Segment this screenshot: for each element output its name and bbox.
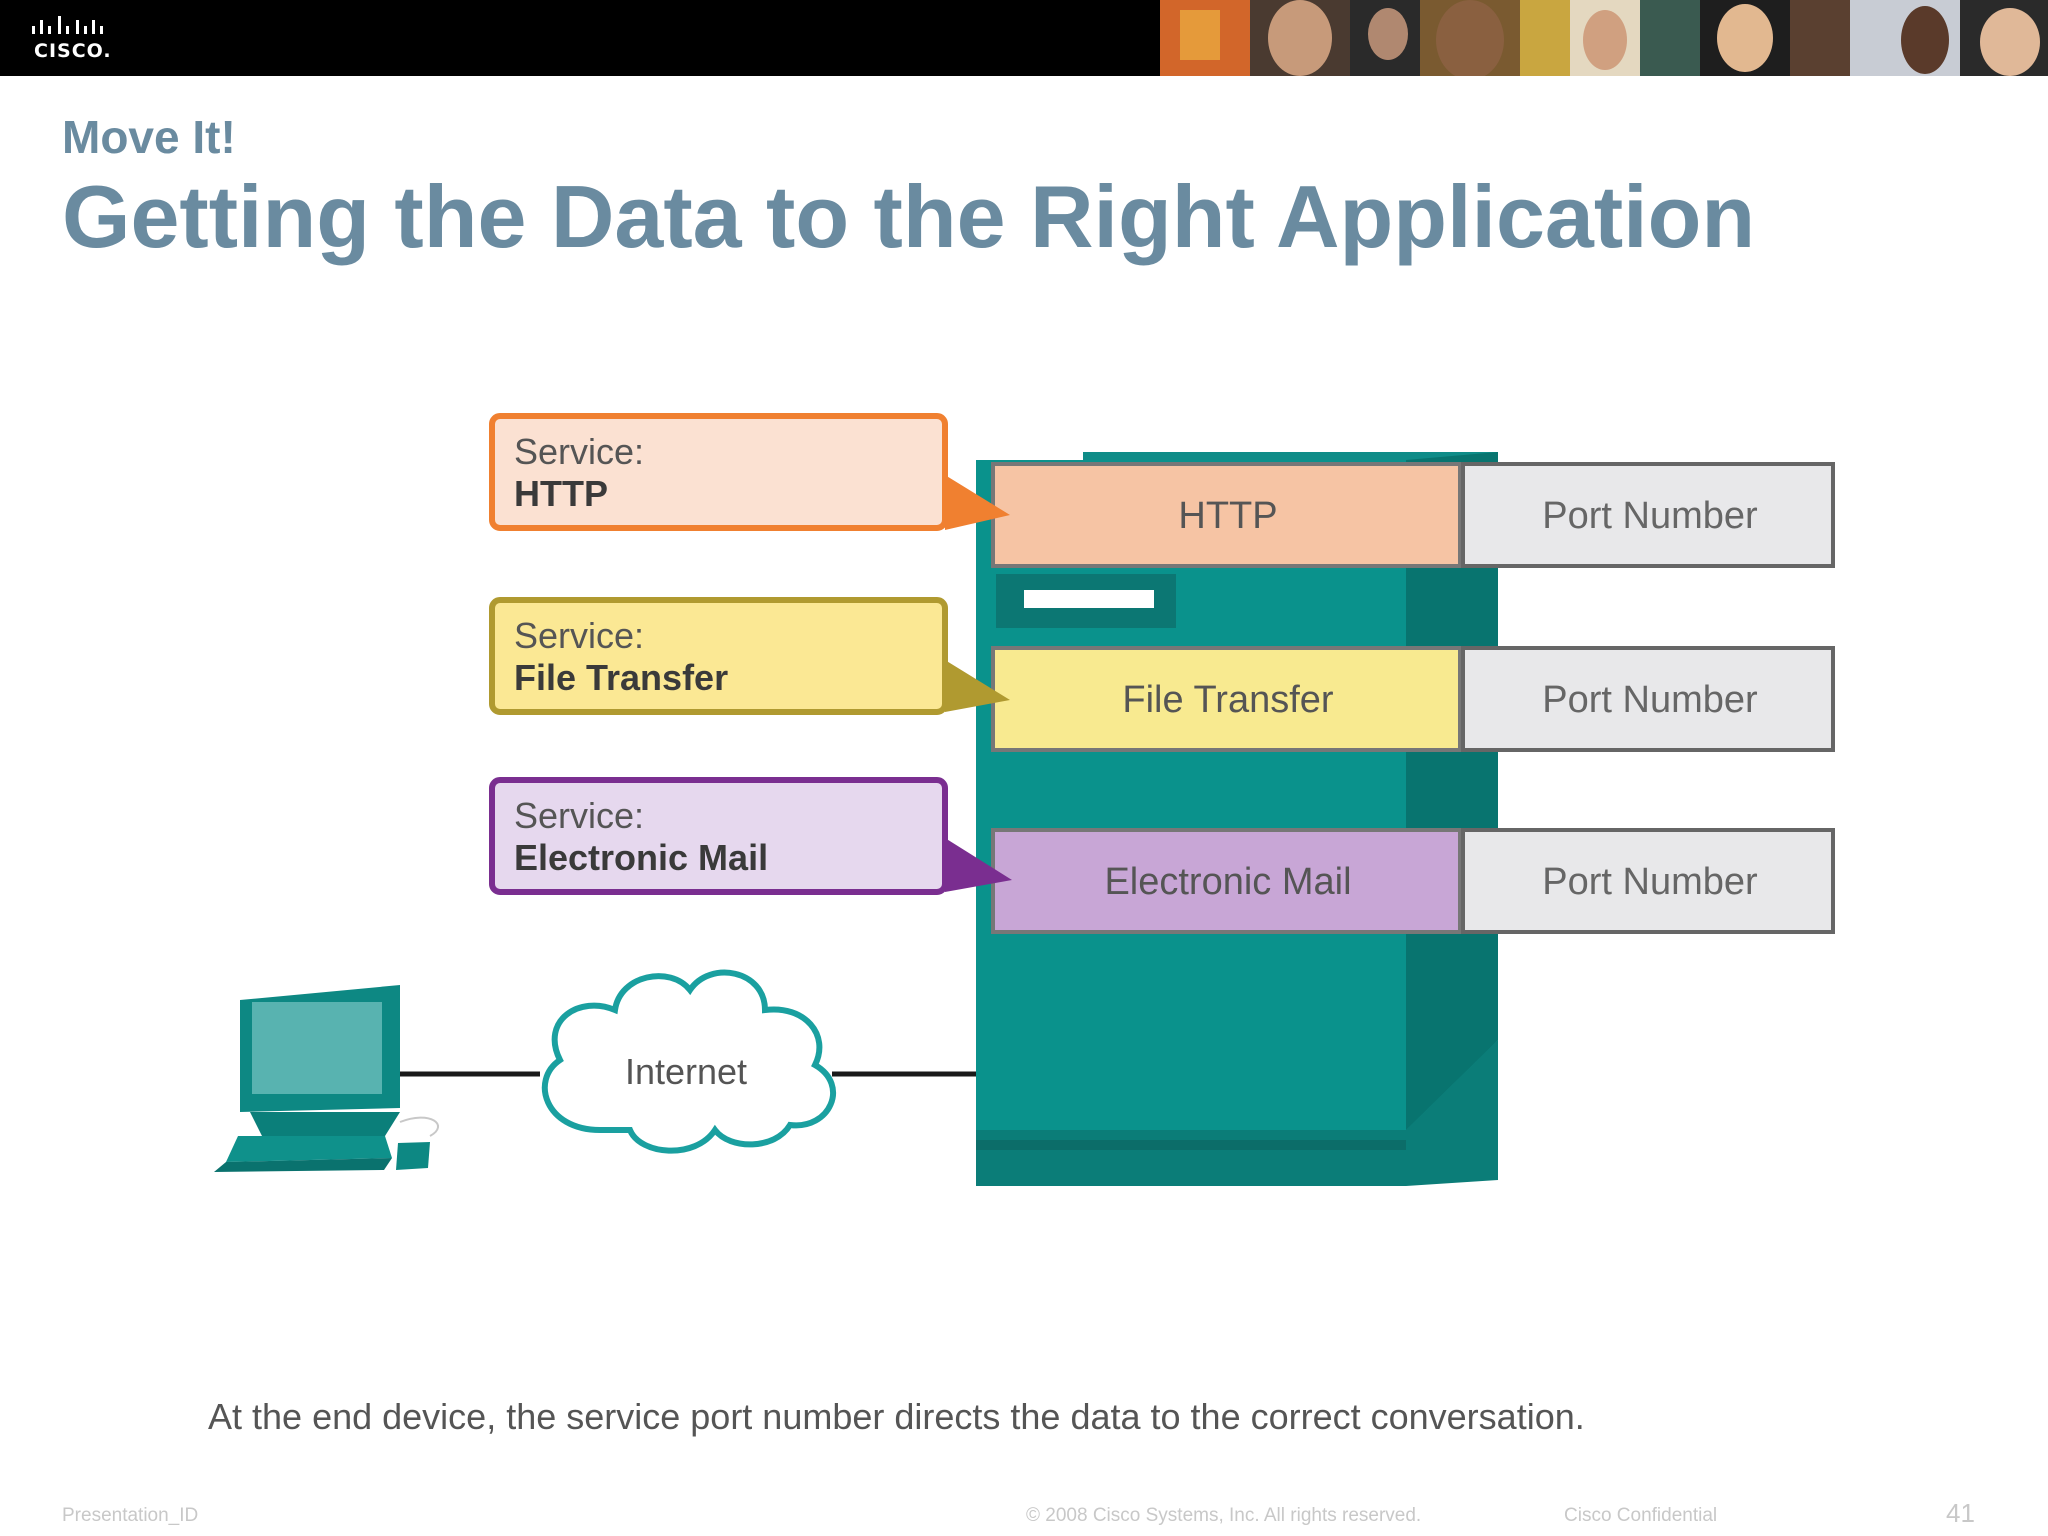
footer-confidential: Cisco Confidential	[1564, 1505, 1718, 1526]
server-tower-icon	[976, 452, 1498, 1186]
band-label-electronic-mail: Electronic Mail	[1104, 861, 1351, 903]
page-number: 41	[1946, 1498, 1975, 1528]
band-label-http: HTTP	[1178, 495, 1277, 537]
slide-caption: At the end device, the service port numb…	[208, 1396, 1585, 1437]
band-electronic-mail	[991, 828, 1462, 934]
slide-subtitle: Move It!	[62, 111, 236, 163]
port-box-http	[1461, 462, 1835, 568]
band-label-file-transfer: File Transfer	[1122, 679, 1334, 721]
callout-electronic-mail-line2: Electronic Mail	[514, 837, 768, 878]
cisco-logo-icon	[32, 16, 103, 34]
callout-electronic-mail-line1: Service:	[514, 795, 644, 836]
callout-electronic-mail	[489, 777, 1012, 895]
cloud-label: Internet	[625, 1051, 747, 1092]
footer-presentation-id: Presentation_ID	[62, 1505, 199, 1526]
port-box-electronic-mail	[1461, 828, 1835, 934]
port-label-electronic-mail: Port Number	[1542, 861, 1758, 903]
slide-title: Getting the Data to the Right Applicatio…	[62, 167, 1756, 266]
callout-http-line1: Service:	[514, 431, 644, 472]
callout-file-transfer-line2: File Transfer	[514, 657, 728, 698]
callout-file-transfer-line1: Service:	[514, 615, 644, 656]
callout-file-transfer	[489, 597, 1010, 715]
top-banner: CISCO.	[0, 0, 2048, 76]
callout-http-line2: HTTP	[514, 473, 608, 514]
band-file-transfer	[991, 646, 1462, 752]
computer-icon	[214, 985, 439, 1172]
internet-cloud-icon	[541, 969, 836, 1154]
port-label-http: Port Number	[1542, 495, 1758, 537]
logo-wordmark: CISCO.	[34, 40, 112, 62]
footer-copyright: © 2008 Cisco Systems, Inc. All rights re…	[1026, 1505, 1422, 1526]
people-photo-strip	[1160, 0, 2048, 76]
port-label-file-transfer: Port Number	[1542, 679, 1758, 721]
port-box-file-transfer	[1461, 646, 1835, 752]
band-http	[991, 462, 1462, 568]
callout-http	[489, 413, 1010, 531]
